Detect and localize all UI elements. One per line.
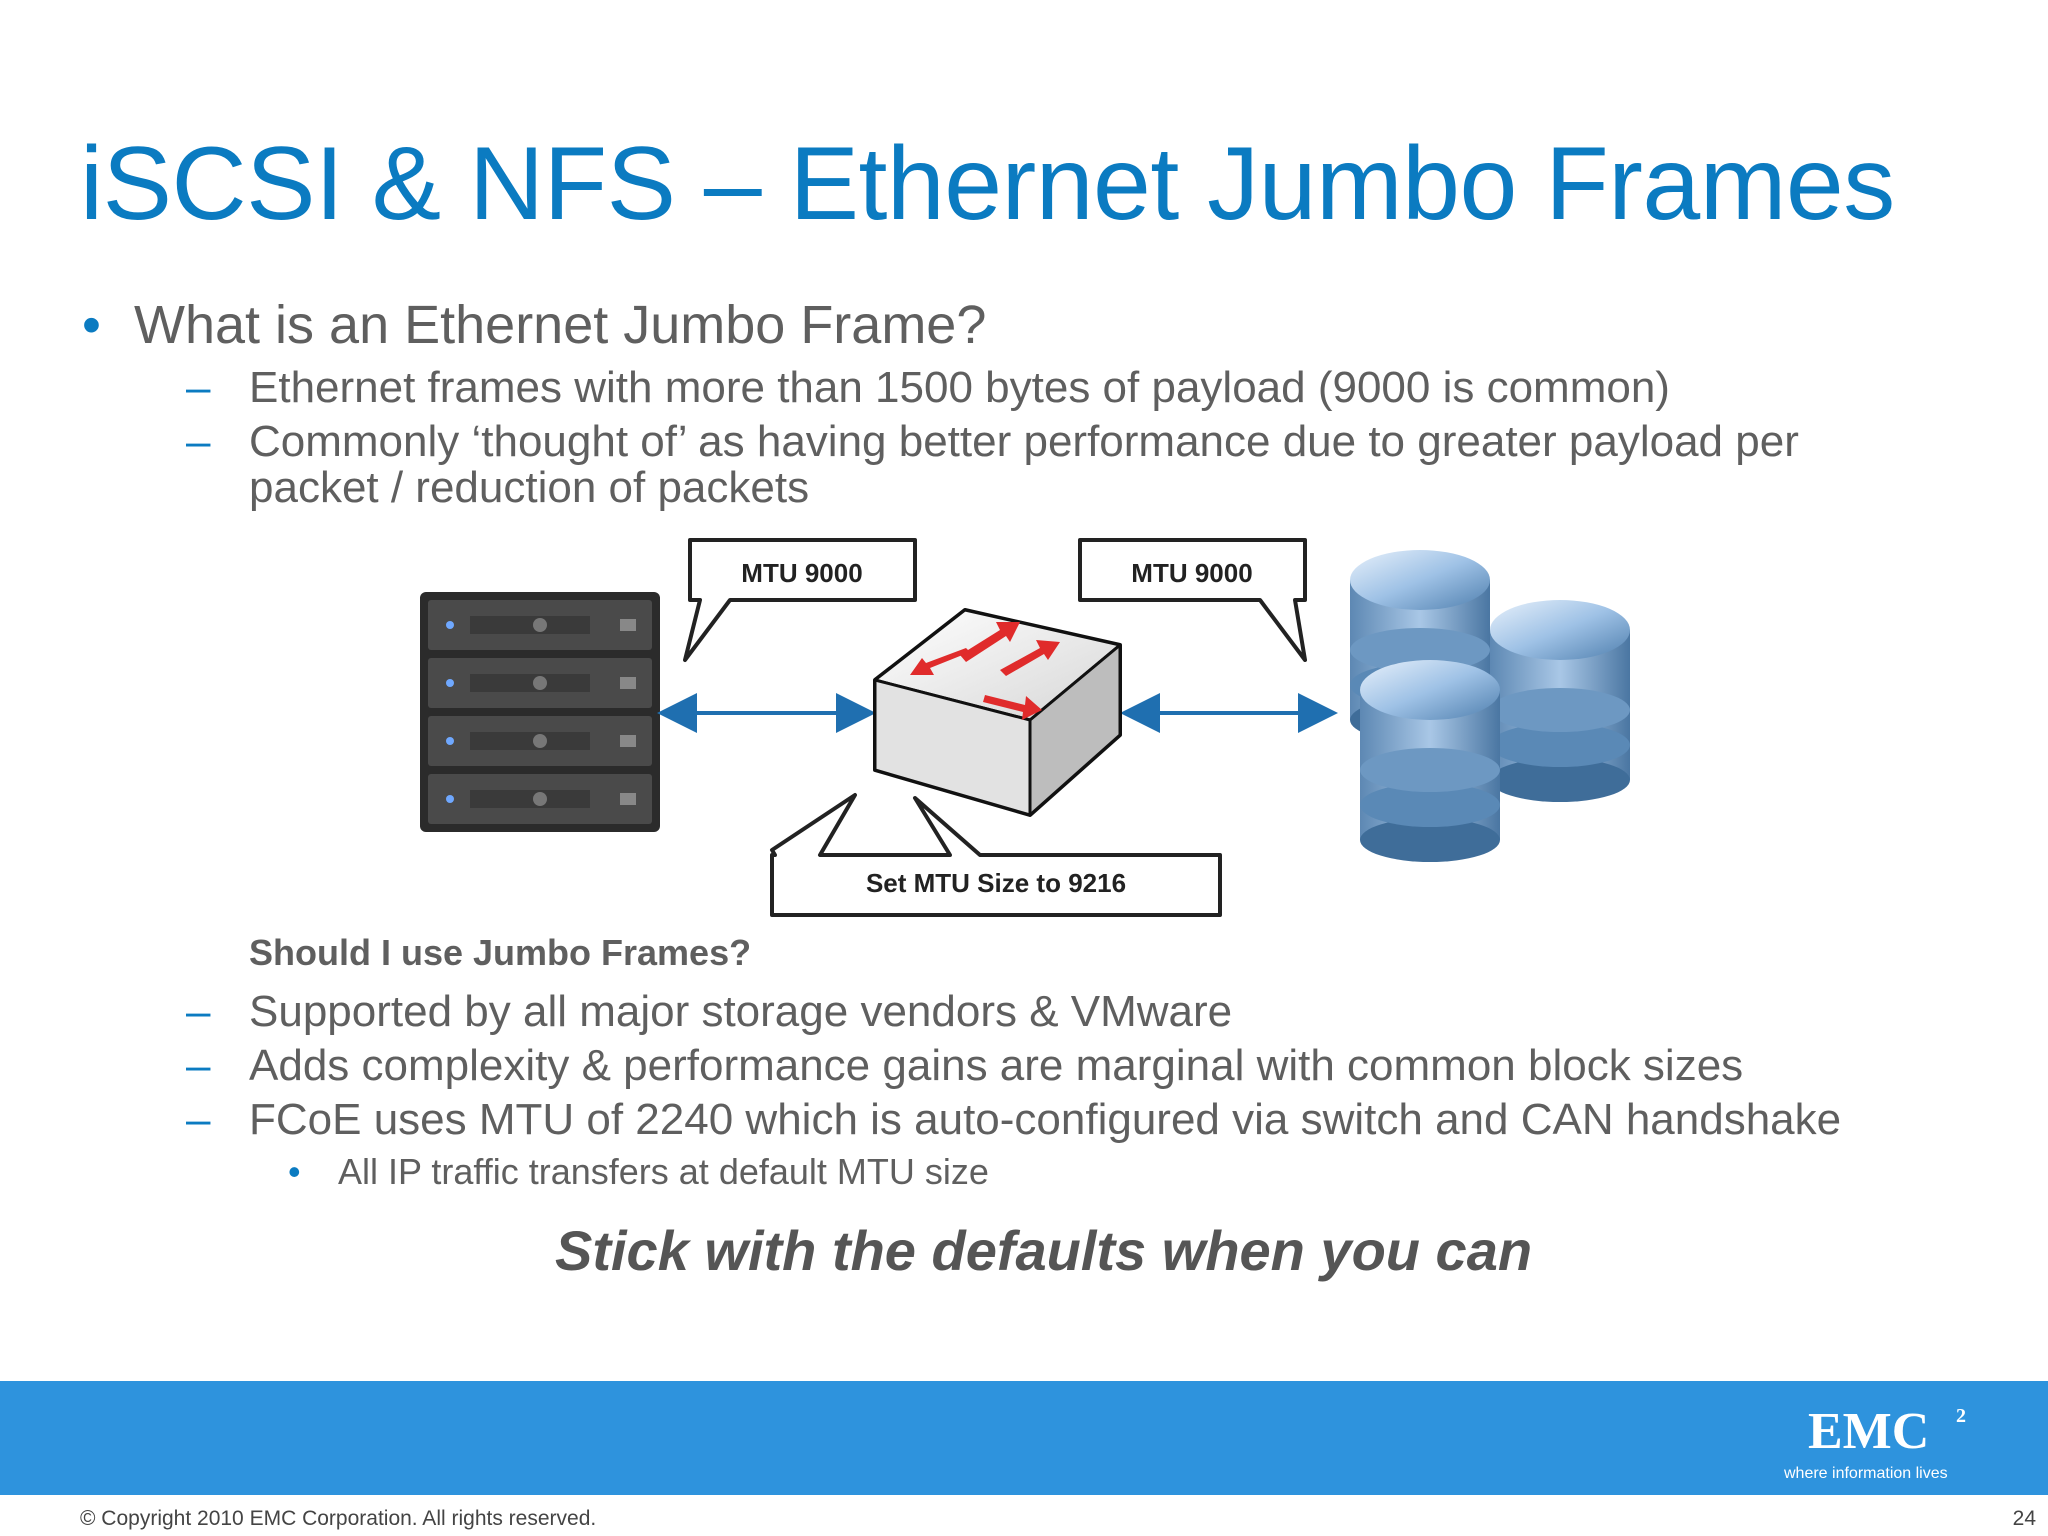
callout-right-label: MTU 9000 <box>1131 558 1252 588</box>
sub-bullet-performance-cont: packet / reduction of packets <box>249 463 810 512</box>
sub-bullet-performance: Commonly ‘thought of’ as having better p… <box>249 417 1799 466</box>
callout-bottom-label: Set MTU Size to 9216 <box>866 868 1126 898</box>
logo-tagline: where information lives <box>1783 1465 1948 1482</box>
sub-bullet-complexity: Adds complexity & performance gains are … <box>249 1041 1744 1090</box>
bullet-what-is-jumbo-frame: What is an Ethernet Jumbo Frame? <box>134 295 987 355</box>
dash-glyph: – <box>186 1041 211 1090</box>
sub-bullet-payload: Ethernet frames with more than 1500 byte… <box>249 363 1670 412</box>
question-heading: Should I use Jumbo Frames? <box>249 932 752 973</box>
database-storage-icon <box>1350 550 1630 862</box>
callout-left-label: MTU 9000 <box>741 558 862 588</box>
page-number: 24 <box>2012 1507 2036 1530</box>
copyright-notice: © Copyright 2010 EMC Corporation. All ri… <box>80 1507 597 1530</box>
bullet-glyph-small: • <box>288 1151 301 1192</box>
sub-sub-bullet-ip-traffic: All IP traffic transfers at default MTU … <box>338 1151 989 1192</box>
callout-right: MTU 9000 <box>1078 538 1307 662</box>
jumbo-frame-diagram: MTU 9000 MTU 9000 Set MTU Size to 9216 <box>420 538 1630 917</box>
callout-bottom: Set MTU Size to 9216 <box>770 793 1222 917</box>
logo-superscript: 2 <box>1956 1405 1966 1427</box>
bullet-glyph: • <box>82 295 101 355</box>
footer-band <box>0 1381 2048 1495</box>
callout-left: MTU 9000 <box>683 538 917 662</box>
slide-title: iSCSI & NFS – Ethernet Jumbo Frames <box>80 126 1895 242</box>
emc-logo: EMC 2 where information lives <box>1783 1403 1966 1482</box>
dash-glyph: – <box>186 417 211 466</box>
network-switch-icon <box>873 608 1122 817</box>
server-rack-icon <box>420 592 660 832</box>
conclusion-text: Stick with the defaults when you can <box>555 1219 1533 1282</box>
dash-glyph: – <box>186 987 211 1036</box>
sub-bullet-fcoe: FCoE uses MTU of 2240 which is auto-conf… <box>249 1095 1842 1144</box>
dash-glyph: – <box>186 1095 211 1144</box>
sub-bullet-supported: Supported by all major storage vendors &… <box>249 987 1233 1036</box>
dash-glyph: – <box>186 363 211 412</box>
logo-text: EMC <box>1808 1403 1929 1460</box>
